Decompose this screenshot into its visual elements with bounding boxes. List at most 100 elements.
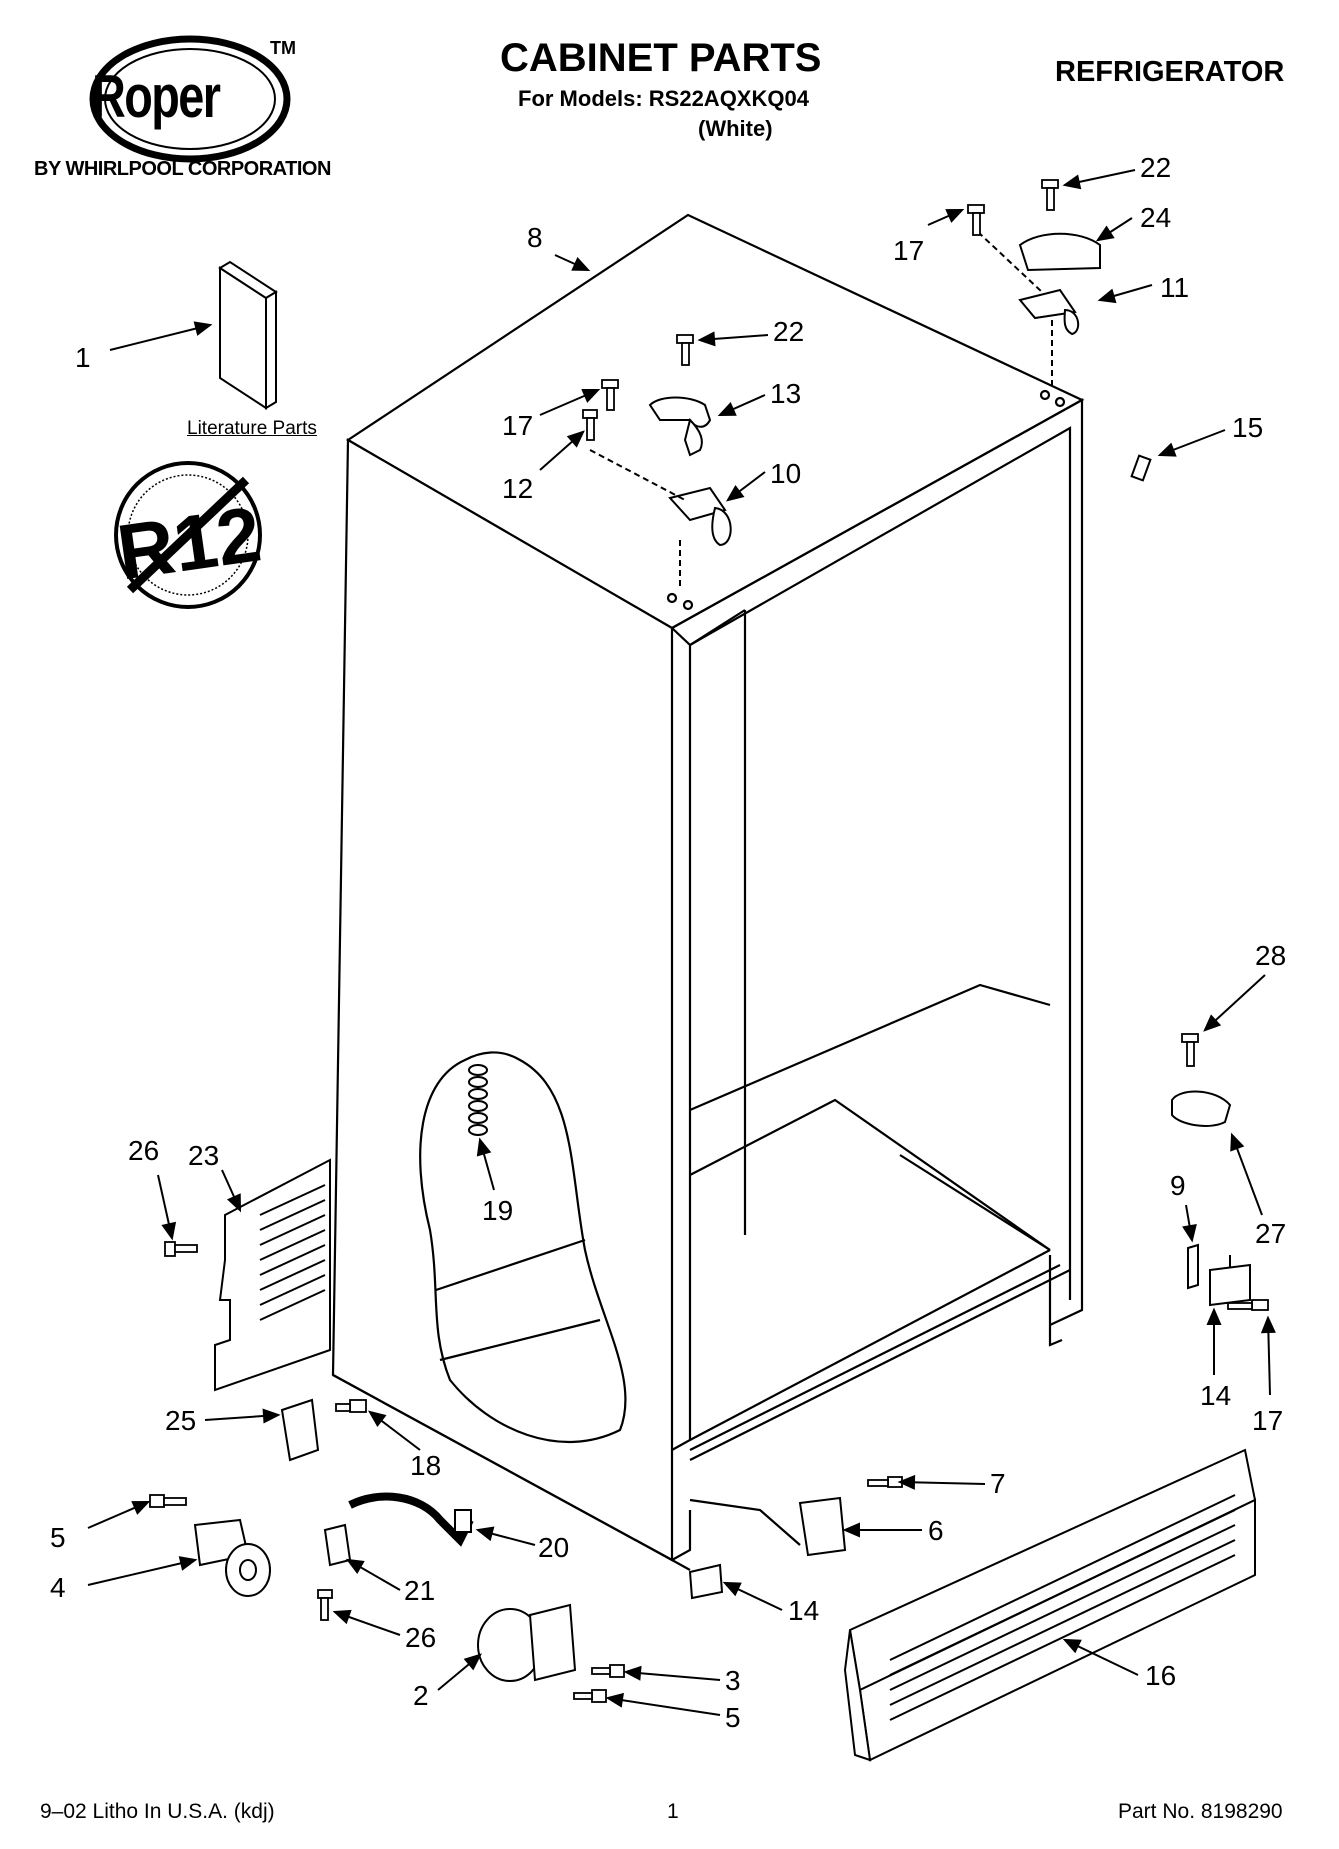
arrow-14b-head <box>722 1581 742 1597</box>
no-r12-badge: R12 <box>112 461 266 609</box>
callout-10: 10 <box>770 458 802 489</box>
screws <box>149 179 1269 1703</box>
drain-coil-19 <box>468 1064 488 1136</box>
arrow-7-head <box>897 1474 916 1490</box>
callout-26a: 26 <box>128 1135 160 1166</box>
screw-17-lower <box>1227 1299 1269 1311</box>
callout-5a: 5 <box>50 1522 66 1553</box>
callout-5b: 5 <box>725 1702 741 1733</box>
callout-27: 27 <box>1255 1218 1287 1249</box>
literature-booklet <box>218 260 278 410</box>
callout-18: 18 <box>410 1450 442 1481</box>
brand-logo-text: Roper <box>92 63 221 130</box>
arrow-21-head <box>345 1558 365 1575</box>
arrow-23-head <box>226 1193 242 1213</box>
arrow-15-head <box>1157 442 1177 457</box>
trademark-mark: TM <box>270 38 296 58</box>
callout-24: 24 <box>1140 202 1172 233</box>
arrow-20-head <box>475 1526 495 1542</box>
callout-13: 13 <box>770 378 802 409</box>
leader-lines <box>87 169 1276 1716</box>
arrow-13-head <box>717 402 737 417</box>
arrow-17b-head <box>581 388 601 403</box>
tube-20 <box>348 1492 474 1547</box>
screw-18 <box>335 1399 367 1413</box>
callout-3: 3 <box>725 1665 741 1696</box>
arrow-9-head <box>1182 1223 1197 1243</box>
callout-17a: 17 <box>893 235 925 266</box>
toe-grille-16 <box>843 1448 1257 1762</box>
small-parts <box>193 454 1257 1762</box>
callout-4: 4 <box>50 1572 66 1603</box>
bracket-14-right <box>1209 1263 1251 1307</box>
callout-8: 8 <box>527 222 543 253</box>
callout-19: 19 <box>482 1195 514 1226</box>
clip-25 <box>280 1398 320 1462</box>
callout-14b: 14 <box>788 1595 820 1626</box>
screw-26-upper <box>164 1241 198 1257</box>
arrow-6-head <box>842 1522 860 1538</box>
callout-7: 7 <box>990 1468 1006 1499</box>
screw-22-center <box>676 334 694 366</box>
arrow-5a-head <box>131 1500 151 1515</box>
callout-22b: 22 <box>773 316 805 347</box>
callout-15: 15 <box>1232 412 1264 443</box>
arrow-2-head <box>463 1653 482 1671</box>
screw-26-lower <box>317 1589 333 1621</box>
arrow-5b-line <box>607 1697 721 1716</box>
callout-9: 9 <box>1170 1170 1186 1201</box>
callout-17c: 17 <box>1252 1405 1284 1436</box>
center-top-hinge <box>589 396 732 590</box>
screw-5-caster <box>149 1494 187 1508</box>
cabinet-body <box>331 213 1085 1571</box>
roper-logo <box>89 35 291 163</box>
arrow-17a-head <box>945 208 965 223</box>
arrow-12-head <box>566 430 585 448</box>
callout-11: 11 <box>1160 272 1190 303</box>
screw-7 <box>867 1476 903 1488</box>
arrow-11-head <box>1097 288 1117 304</box>
callout-12: 12 <box>502 473 534 504</box>
shim-9 <box>1187 1243 1199 1290</box>
footer-page-number: 1 <box>667 1800 679 1823</box>
arrow-3-line <box>625 1671 721 1681</box>
arrow-3-head <box>623 1665 642 1681</box>
footer-part-number: Part No. 8198290 <box>1118 1800 1283 1823</box>
arrow-28-head <box>1203 1014 1222 1032</box>
callout-21: 21 <box>404 1575 436 1606</box>
screw-22-right <box>1041 179 1059 211</box>
product-type: REFRIGERATOR <box>1055 56 1285 88</box>
bracket-14-lower <box>688 1563 724 1600</box>
callout-26b: 26 <box>405 1622 437 1653</box>
arrow-18-head <box>367 1410 387 1428</box>
screw-17-center <box>601 379 619 411</box>
arrow-10-head <box>725 484 745 502</box>
arrow-22b-head <box>697 331 716 347</box>
arrow-1-line <box>109 324 211 351</box>
callout-1: 1 <box>75 342 91 373</box>
callout-20: 20 <box>538 1532 570 1563</box>
arrow-24-head <box>1095 225 1115 242</box>
callout-25: 25 <box>165 1405 197 1436</box>
arrow-19-head <box>476 1137 492 1157</box>
right-top-hinge <box>977 231 1101 385</box>
callout-2: 2 <box>413 1680 429 1711</box>
screw-5-bottom <box>573 1689 607 1703</box>
bracket-6 <box>798 1496 847 1557</box>
roller-2 <box>477 1603 577 1682</box>
screw-28 <box>1181 1033 1199 1067</box>
callout-14a: 14 <box>1200 1380 1232 1411</box>
arrow-1-head <box>193 321 213 336</box>
footer-litho: 9–02 Litho In U.S.A. (kdj) <box>40 1800 275 1823</box>
plug-15 <box>1130 454 1152 482</box>
callout-22a: 22 <box>1140 152 1172 183</box>
bracket-27 <box>1171 1090 1232 1127</box>
vent-grille-23 <box>214 1158 331 1392</box>
screw-3 <box>591 1664 625 1678</box>
callout-6: 6 <box>928 1515 944 1546</box>
arrow-16-head <box>1062 1638 1082 1654</box>
arrow-17c-head <box>1260 1315 1276 1334</box>
tube-fitting <box>454 1509 472 1533</box>
arrow-14a-head <box>1206 1307 1222 1325</box>
